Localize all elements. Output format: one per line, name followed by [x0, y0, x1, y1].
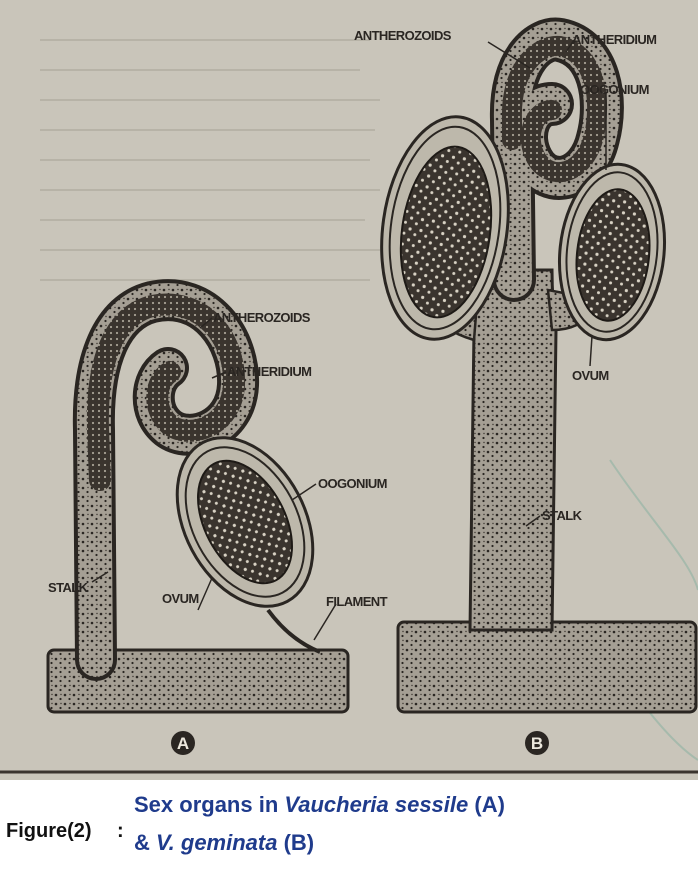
label-antherozoids-a: ANTHEROZOIDS: [213, 310, 311, 325]
label-oogonium-a: OOGONIUM: [318, 476, 387, 491]
caption-line-2-suffix: (B): [277, 830, 314, 855]
caption-line-2: & V. geminata (B): [134, 830, 314, 856]
caption-species-2: V. geminata: [156, 830, 277, 855]
marker-a: A: [177, 734, 189, 753]
caption-line-1-suffix: (A): [468, 792, 505, 817]
diagram-svg: ANTHEROZOIDS ANTHERIDIUM OOGONIUM STALK …: [0, 0, 698, 780]
filament-b: [398, 622, 696, 712]
marker-b: B: [531, 734, 543, 753]
label-filament-a: FILAMENT: [326, 594, 388, 609]
label-ovum-a: OVUM: [162, 591, 199, 606]
label-stalk-a: STALK: [48, 580, 89, 595]
stalk-b: [470, 270, 556, 630]
figure-label-separator: :: [117, 820, 124, 843]
label-oogonium-b: OOGONIUM: [580, 82, 649, 97]
label-ovum-b: OVUM: [572, 368, 609, 383]
caption-species-1: Vaucheria sessile: [284, 792, 468, 817]
caption-line-2-prefix: &: [134, 830, 156, 855]
figure-label: Figure(2): [6, 820, 92, 843]
caption-line-1-prefix: Sex organs in: [134, 792, 284, 817]
figure-panel: ANTHEROZOIDS ANTHERIDIUM OOGONIUM STALK …: [0, 0, 698, 780]
caption-line-1: Sex organs in Vaucheria sessile (A): [134, 792, 505, 818]
label-antheridium-b: ANTHERIDIUM: [572, 32, 656, 47]
label-antheridium-a: ANTHERIDIUM: [227, 364, 311, 379]
label-antherozoids-b: ANTHEROZOIDS: [354, 28, 452, 43]
label-stalk-b: STALK: [542, 508, 583, 523]
